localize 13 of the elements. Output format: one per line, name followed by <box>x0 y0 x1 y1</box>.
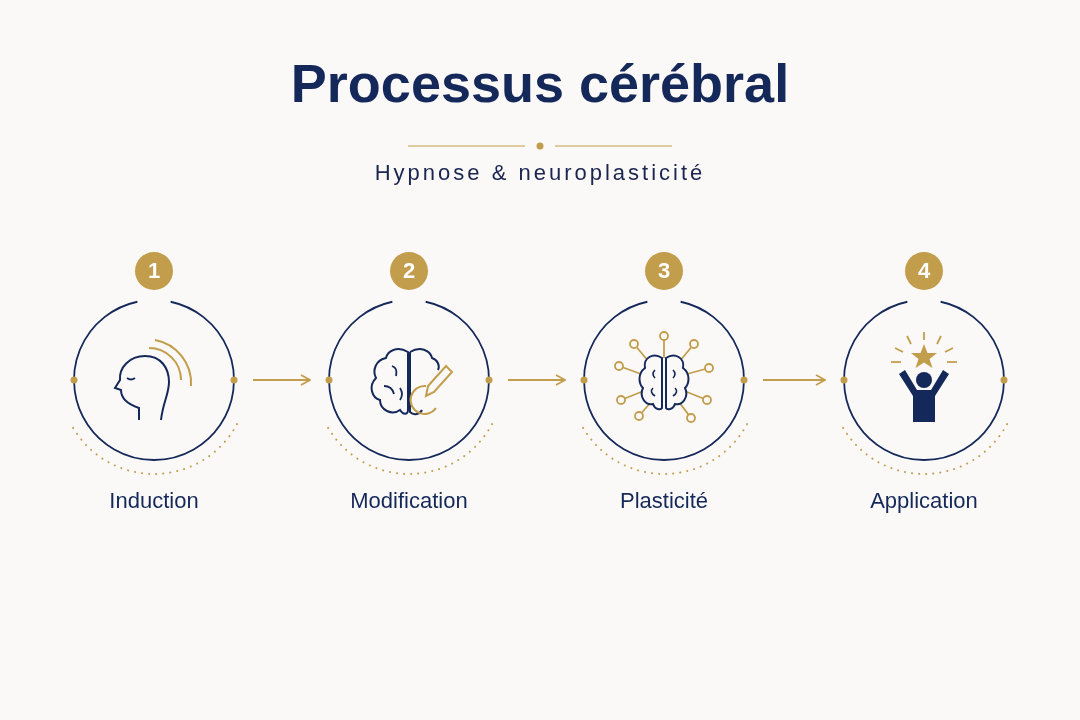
step-label: Application <box>870 488 978 514</box>
step-number-badge: 1 <box>135 252 173 290</box>
step-number-badge: 3 <box>645 252 683 290</box>
step-label: Plasticité <box>619 488 708 514</box>
arrow <box>507 374 566 386</box>
step-label: Modification <box>350 488 468 514</box>
arrow <box>252 374 311 386</box>
title: Processus cérébral <box>290 52 790 114</box>
step-label: Induction <box>109 488 199 514</box>
subtitle: Hypnose & neuroplasticité <box>374 160 706 186</box>
step-number-badge: 4 <box>905 252 943 290</box>
arrow <box>762 374 826 386</box>
step-number-badge: 2 <box>390 252 428 290</box>
